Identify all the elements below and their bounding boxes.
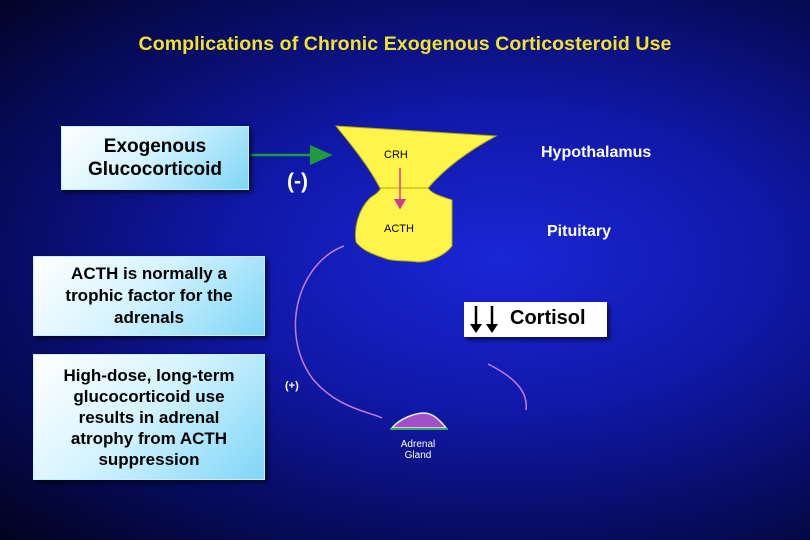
page-title: Complications of Chronic Exogenous Corti… <box>138 33 672 55</box>
atrophy-line-3: results in adrenal <box>78 407 220 427</box>
trophic-line-3: adrenals <box>114 308 184 327</box>
negative-feedback-label: (-) <box>287 170 308 193</box>
positive-stimulus-label: (+) <box>285 380 299 392</box>
adrenal-label-line-2: Gland <box>404 450 432 461</box>
acth-label: ACTH <box>384 223 414 235</box>
cortisol-label: Cortisol <box>510 307 586 329</box>
adrenal-gland-shape <box>390 412 448 429</box>
trophic-line-2: trophic factor for the <box>65 286 233 305</box>
decrease-arrows-icon <box>470 306 498 333</box>
adrenal-to-cortisol-curve <box>487 363 528 411</box>
exogenous-line-1: Exogenous <box>103 136 207 157</box>
hypothalamus-shape <box>334 125 498 189</box>
hypothalamus-label: Hypothalamus <box>541 144 652 161</box>
exogenous-line-2: Glucocorticoid <box>87 159 223 180</box>
atrophy-line-5: suppression <box>98 449 200 469</box>
pituitary-label: Pituitary <box>547 223 612 240</box>
acth-trophic-box: ACTH is normally a trophic factor for th… <box>33 256 265 336</box>
exogenous-glucocorticoid-box: Exogenous Glucocorticoid <box>61 126 249 190</box>
atrophy-line-4: atrophy from ACTH <box>70 428 228 448</box>
adrenal-label-line-1: Adrenal <box>400 439 436 450</box>
atrophy-line-2: glucocorticoid use <box>73 386 225 406</box>
trophic-line-1: ACTH is normally a <box>71 264 227 283</box>
cortisol-box: Cortisol <box>464 302 607 337</box>
adrenal-atrophy-box: High-dose, long-term glucocorticoid use … <box>33 354 265 480</box>
acth-to-adrenal-curve <box>294 245 383 419</box>
adrenal-gland-label: Adrenal Gland <box>393 439 443 461</box>
crh-label: CRH <box>384 149 408 161</box>
pituitary-shape <box>355 187 453 263</box>
atrophy-line-1: High-dose, long-term <box>63 365 235 385</box>
